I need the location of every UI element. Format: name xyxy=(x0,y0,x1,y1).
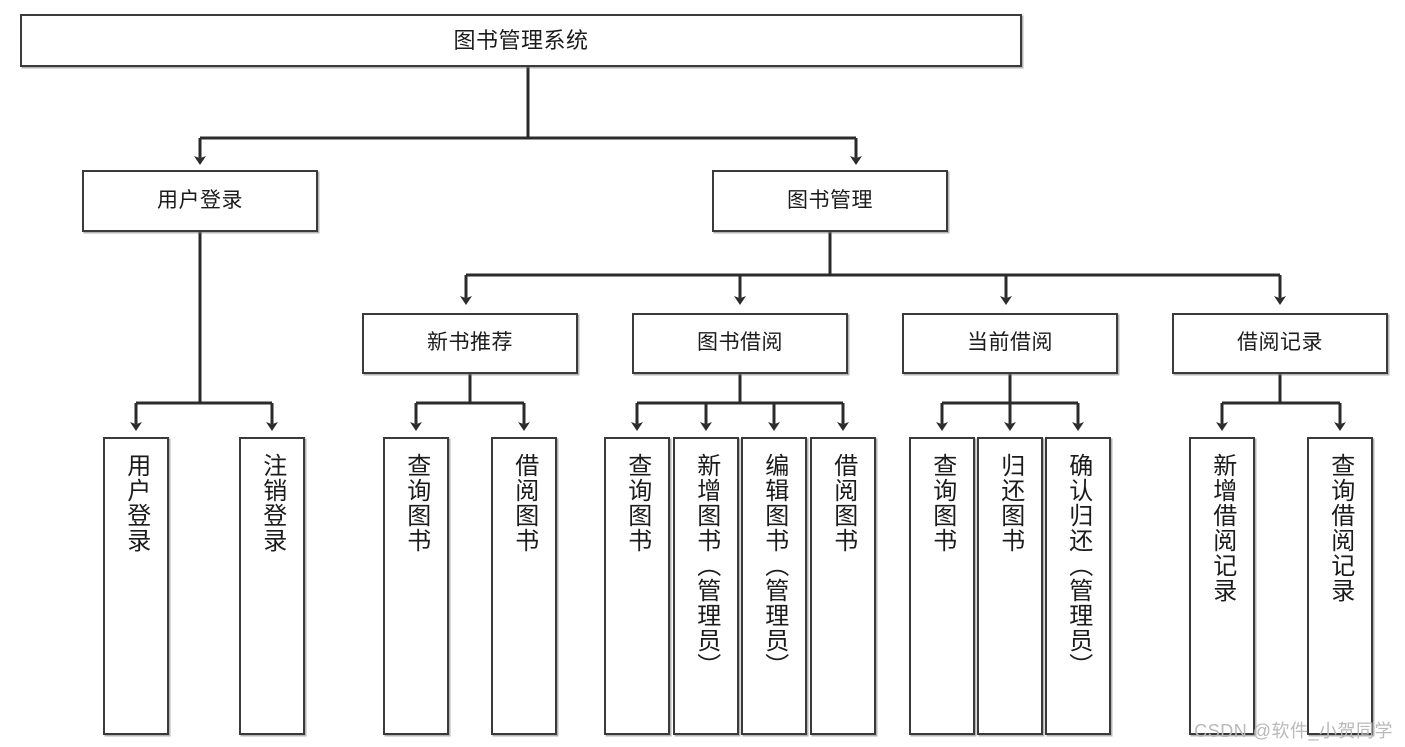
node-label: 新书推荐 xyxy=(427,331,513,355)
node-leaf-edit-book-admin[interactable]: 编辑图书（管理员） xyxy=(741,437,807,735)
node-label: 查询图书 xyxy=(623,453,651,553)
node-label: 确认归还（管理员） xyxy=(1064,453,1092,678)
node-leaf-query-book-current[interactable]: 查询图书 xyxy=(909,437,975,735)
node-leaf-borrow-book-recommend[interactable]: 借阅图书 xyxy=(491,437,557,735)
node-label: 查询图书 xyxy=(402,453,430,553)
node-leaf-return-book[interactable]: 归还图书 xyxy=(977,437,1043,735)
node-new-book-recommend[interactable]: 新书推荐 xyxy=(362,313,578,374)
node-book-management[interactable]: 图书管理 xyxy=(712,170,948,232)
node-label: 当前借阅 xyxy=(967,331,1053,355)
node-leaf-add-book-admin[interactable]: 新增图书（管理员） xyxy=(673,437,739,735)
node-label: 用户登录 xyxy=(122,453,150,553)
node-user-login[interactable]: 用户登录 xyxy=(82,170,318,232)
node-leaf-query-book-recommend[interactable]: 查询图书 xyxy=(383,437,449,735)
node-label: 查询图书 xyxy=(928,453,956,553)
node-label: 图书借阅 xyxy=(697,331,783,355)
node-label: 注销登录 xyxy=(258,453,286,553)
node-label: 借阅图书 xyxy=(829,453,857,553)
node-leaf-query-book-borrow[interactable]: 查询图书 xyxy=(604,437,670,735)
node-root-system[interactable]: 图书管理系统 xyxy=(20,14,1022,67)
node-label: 新增图书（管理员） xyxy=(692,453,720,678)
node-label: 查询借阅记录 xyxy=(1326,453,1354,603)
node-label: 借阅图书 xyxy=(510,453,538,553)
node-label: 用户登录 xyxy=(157,188,243,212)
node-leaf-query-borrow-record[interactable]: 查询借阅记录 xyxy=(1307,437,1373,735)
node-label: 图书管理 xyxy=(787,188,873,212)
node-leaf-borrow-book[interactable]: 借阅图书 xyxy=(810,437,876,735)
watermark: CSDN @软件_小贺同学 xyxy=(1194,721,1393,741)
node-label: 归还图书 xyxy=(996,453,1024,553)
node-leaf-logout[interactable]: 注销登录 xyxy=(239,437,305,735)
node-leaf-user-login[interactable]: 用户登录 xyxy=(103,437,169,735)
node-label: 借阅记录 xyxy=(1237,331,1323,355)
node-label: 图书管理系统 xyxy=(453,27,589,53)
node-borrow-record[interactable]: 借阅记录 xyxy=(1172,313,1388,374)
node-book-borrow[interactable]: 图书借阅 xyxy=(632,313,848,374)
node-current-borrow[interactable]: 当前借阅 xyxy=(902,313,1118,374)
node-leaf-confirm-return-admin[interactable]: 确认归还（管理员） xyxy=(1045,437,1111,735)
node-label: 编辑图书（管理员） xyxy=(760,453,788,678)
node-leaf-add-borrow-record[interactable]: 新增借阅记录 xyxy=(1189,437,1255,735)
node-label: 新增借阅记录 xyxy=(1208,453,1236,603)
